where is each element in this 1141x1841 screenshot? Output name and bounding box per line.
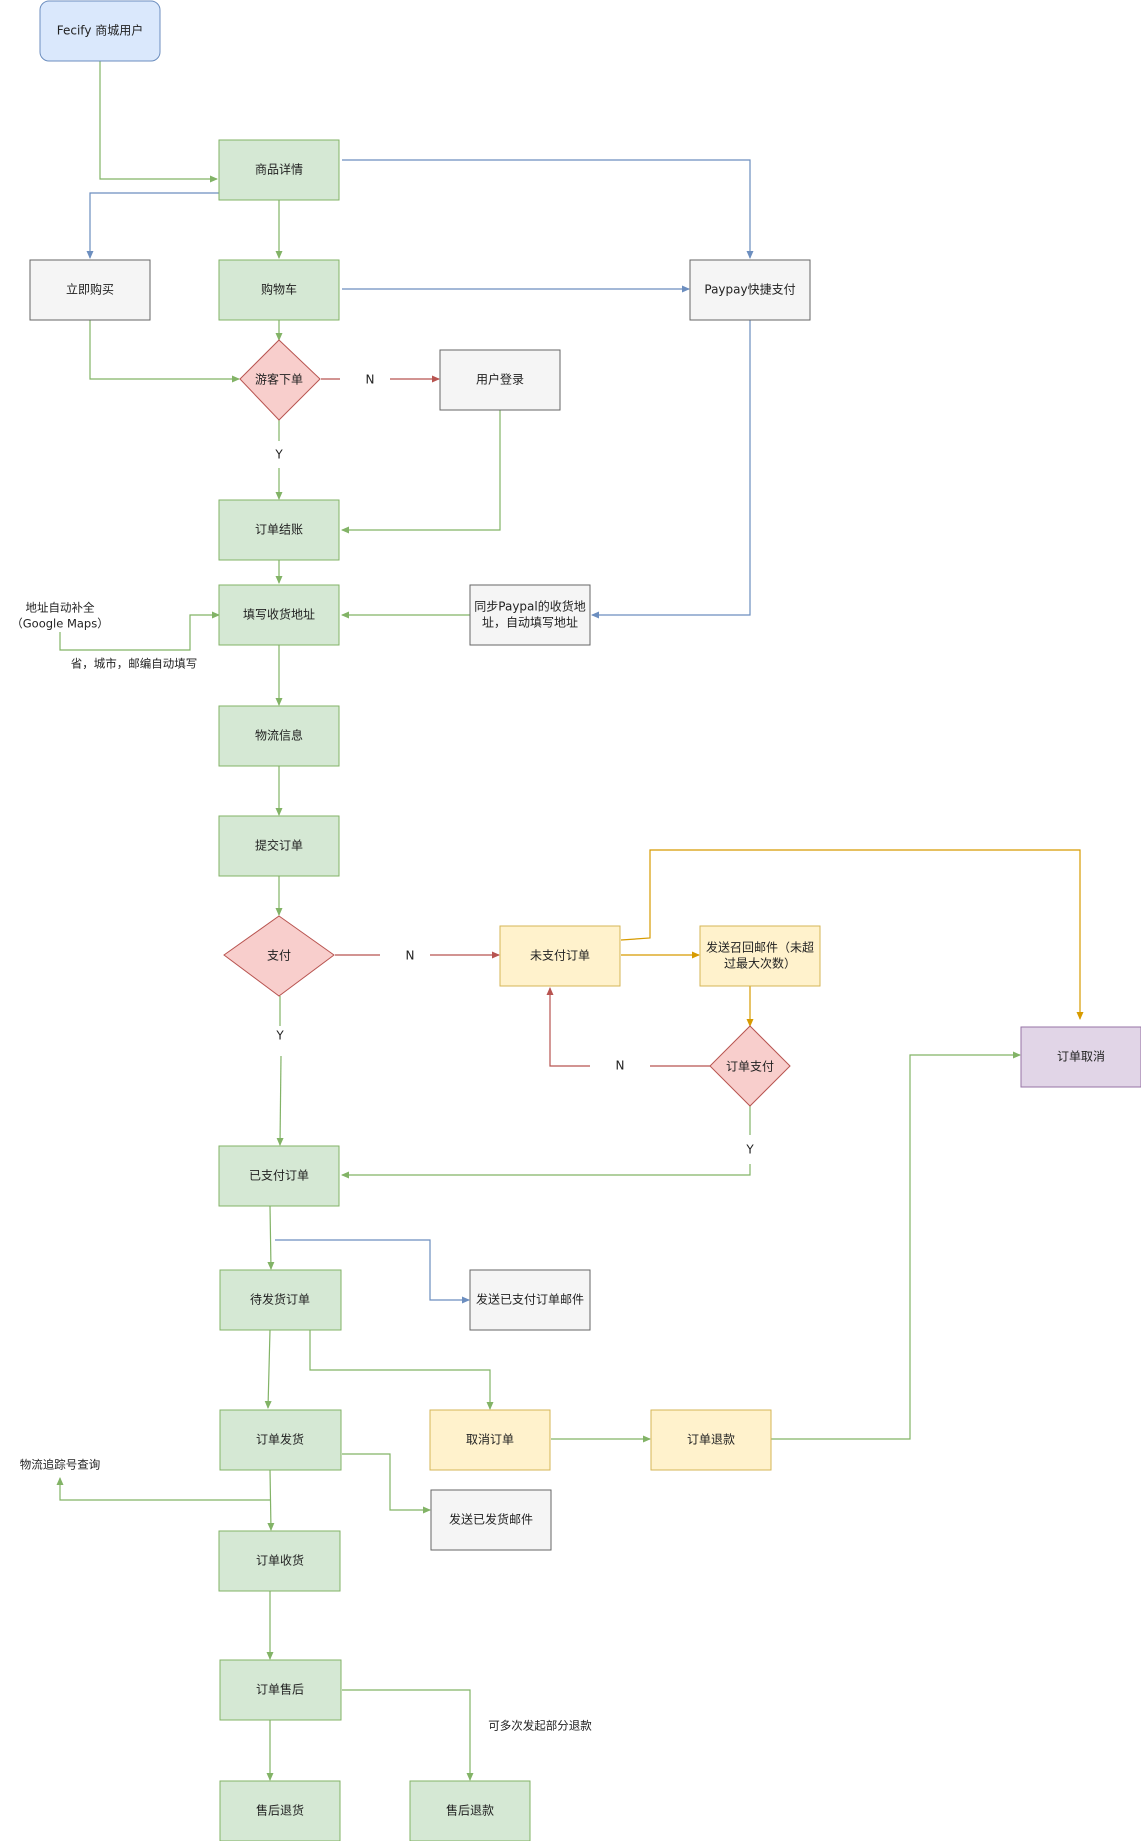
edge-label-orderpay-n: N xyxy=(616,1059,625,1073)
note-autocomplete-line2: （Google Maps） xyxy=(11,617,108,631)
node-product-detail[interactable]: 商品详情 xyxy=(218,139,340,201)
node-received[interactable]: 订单收货 xyxy=(218,1530,341,1592)
edge-tracking xyxy=(56,1477,270,1501)
edge-paid-pending xyxy=(267,1205,275,1270)
node-guest-decision[interactable]: 游客下单 xyxy=(239,339,321,421)
edge-label-pay-y: Y xyxy=(275,1029,284,1043)
node-checkout[interactable]: 订单结账 xyxy=(218,499,340,561)
node-label: 物流信息 xyxy=(255,728,303,743)
node-recall-mail[interactable]: 发送召回邮件（未超 过最大次数） xyxy=(699,925,821,987)
edge-ship-received xyxy=(267,1469,275,1531)
node-cancel-order[interactable]: 取消订单 xyxy=(429,1409,551,1471)
node-label-line2: 址，自动填写地址 xyxy=(482,616,578,630)
node-label: 订单发货 xyxy=(256,1432,304,1447)
edge-pending-ship xyxy=(264,1329,272,1409)
edge-paid-paidmail xyxy=(275,1239,470,1304)
node-paypal-sync[interactable]: 同步Paypal的收货地 址，自动填写地址 xyxy=(469,584,591,646)
node-label: 订单收货 xyxy=(256,1553,304,1568)
edge-label-pay-n: N xyxy=(406,949,415,963)
node-after-refund[interactable]: 售后退款 xyxy=(409,1780,531,1841)
node-order-pay-decision[interactable]: 订单支付 xyxy=(709,1025,791,1107)
node-ship-order[interactable]: 订单发货 xyxy=(219,1409,342,1471)
edge-pay-y-paid xyxy=(276,1055,284,1146)
edge-label-guest-y: Y xyxy=(274,448,283,462)
edge-unpaid-cancelled xyxy=(620,849,1084,1020)
nodes: Fecify 商城用户 商品详情 立即购买 购物车 Paypay快捷支付 游客下… xyxy=(29,0,1141,1841)
node-label: 发送已发货邮件 xyxy=(449,1512,533,1527)
edge-login-checkout xyxy=(341,410,501,534)
edge-user-product xyxy=(99,61,218,183)
node-label: 售后退款 xyxy=(446,1803,494,1818)
note-tracking: 物流追踪号查询 xyxy=(20,1458,101,1472)
node-unpaid-order[interactable]: 未支付订单 xyxy=(499,925,621,987)
node-label: 订单取消 xyxy=(1057,1050,1105,1064)
edge-buynow-guest xyxy=(89,318,240,383)
edge-label-orderpay-y: Y xyxy=(745,1143,754,1157)
edge-product-paypal xyxy=(342,159,754,259)
node-label-line1: 同步Paypal的收货地 xyxy=(474,599,585,614)
node-label: 取消订单 xyxy=(466,1433,514,1447)
note-autofill: 省，城市，邮编自动填写 xyxy=(71,657,198,671)
edge-autocomplete-address xyxy=(59,611,220,651)
node-label: 售后退货 xyxy=(256,1803,304,1818)
node-label: Fecify 商城用户 xyxy=(57,23,144,38)
edge-aftersale-refund xyxy=(342,1689,474,1781)
edge-pending-cancel xyxy=(309,1330,494,1410)
edge-label-guest-n: N xyxy=(366,373,375,387)
node-paypal-fast[interactable]: Paypay快捷支付 xyxy=(689,259,811,321)
note-autocomplete-line1: 地址自动补全 xyxy=(26,601,95,615)
node-label: 发送已支付订单邮件 xyxy=(476,1292,584,1307)
node-pay-decision[interactable]: 支付 xyxy=(223,915,335,997)
node-label: 未支付订单 xyxy=(530,949,590,963)
node-label-line1: 发送召回邮件（未超 xyxy=(706,940,814,955)
node-label: Paypay快捷支付 xyxy=(704,283,795,297)
node-return-goods[interactable]: 售后退货 xyxy=(219,1780,341,1841)
node-label: 提交订单 xyxy=(255,838,303,853)
node-label-line2: 过最大次数） xyxy=(724,956,796,971)
annotations: 地址自动补全 （Google Maps） 省，城市，邮编自动填写 物流追踪号查询… xyxy=(11,373,754,1733)
node-order-cancelled[interactable]: 订单取消 xyxy=(1020,1026,1141,1088)
node-label: 已支付订单 xyxy=(249,1169,309,1183)
node-address[interactable]: 填写收货地址 xyxy=(218,584,340,646)
edge-refund-cancelled xyxy=(771,1051,1021,1440)
node-shipped-mail[interactable]: 发送已发货邮件 xyxy=(430,1489,552,1551)
node-shipping-info[interactable]: 物流信息 xyxy=(218,705,340,767)
note-partial-refund: 可多次发起部分退款 xyxy=(488,1719,592,1733)
node-paid-mail[interactable]: 发送已支付订单邮件 xyxy=(469,1269,591,1331)
node-label: 填写收货地址 xyxy=(243,607,315,622)
node-label: 订单退款 xyxy=(687,1433,735,1447)
edge-paypal-sync xyxy=(591,320,751,619)
node-label: 立即购买 xyxy=(66,282,114,297)
node-label: 商品详情 xyxy=(255,162,303,177)
node-user[interactable]: Fecify 商城用户 xyxy=(39,0,161,62)
node-buy-now[interactable]: 立即购买 xyxy=(29,259,151,321)
node-paid-order[interactable]: 已支付订单 xyxy=(218,1145,340,1207)
node-pending-ship[interactable]: 待发货订单 xyxy=(219,1269,342,1331)
node-label: 游客下单 xyxy=(255,372,303,387)
node-submit-order[interactable]: 提交订单 xyxy=(218,815,340,877)
edge-orderpay-y-paid xyxy=(341,1164,751,1179)
node-cart[interactable]: 购物车 xyxy=(218,259,340,321)
edges xyxy=(56,61,1084,1781)
node-label: 订单支付 xyxy=(726,1060,774,1074)
edge-ship-shippedmail xyxy=(342,1453,431,1514)
node-label: 购物车 xyxy=(261,282,297,297)
node-after-sale[interactable]: 订单售后 xyxy=(219,1659,342,1721)
node-label: 支付 xyxy=(267,949,291,963)
node-login[interactable]: 用户登录 xyxy=(439,349,561,411)
node-label: 用户登录 xyxy=(476,372,524,387)
edge-orderpay-n-unpaid xyxy=(546,987,590,1067)
edge-product-buynow xyxy=(86,192,219,259)
node-label: 订单结账 xyxy=(255,523,303,537)
node-label: 待发货订单 xyxy=(250,1292,310,1307)
node-label: 订单售后 xyxy=(256,1682,304,1697)
node-refund[interactable]: 订单退款 xyxy=(650,1409,772,1471)
